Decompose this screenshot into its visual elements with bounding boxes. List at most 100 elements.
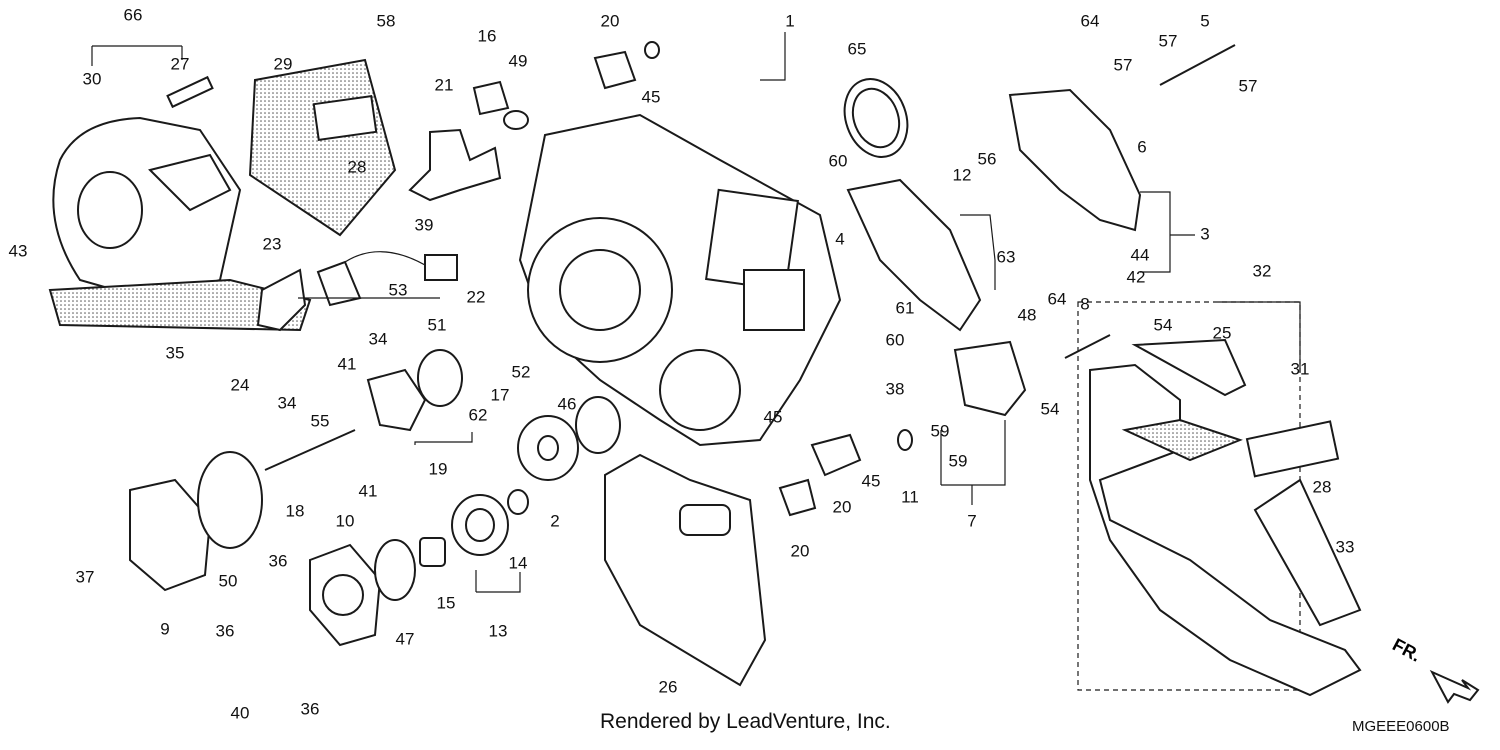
cover-19 [366,368,427,432]
nut-14 [507,489,529,515]
forward-arrow-icon [1429,669,1480,704]
sensor-20-top [593,50,637,90]
callout-1: 1 [785,11,794,30]
callout-28-top: 28 [348,157,367,176]
crankcase-cover [518,113,842,447]
label-28-top [312,95,378,141]
gasket-50 [197,451,263,549]
callout-30: 30 [83,69,102,88]
callout-27: 27 [171,54,190,73]
strip-27 [166,75,214,109]
callout-57-b: 57 [1114,55,1133,74]
callout-39: 39 [415,215,434,234]
callout-21: 21 [435,75,454,94]
callout-12: 12 [953,165,972,184]
callout-59-a: 59 [931,421,950,440]
label-28-bottom [1245,420,1340,478]
callout-58: 58 [377,11,396,30]
filter-13 [451,494,509,556]
callout-40: 40 [231,703,250,722]
callout-56: 56 [978,149,997,168]
callout-47: 47 [396,629,415,648]
callout-54-a: 54 [1154,315,1173,334]
spring-15 [419,537,446,567]
callout-2: 2 [550,511,559,530]
callout-31: 31 [1291,359,1310,378]
bracket-23 [256,268,307,332]
callout-49: 49 [509,51,528,70]
callout-20-c: 20 [791,541,810,560]
diagram-code: MGEEE0600B [1352,718,1450,735]
oring-49 [503,110,529,130]
callout-23: 23 [263,234,282,253]
callout-45-a: 45 [642,87,661,106]
callout-60-b: 60 [886,330,905,349]
callout-45-c: 45 [862,471,881,490]
callout-36-b: 36 [216,621,235,640]
callout-7: 7 [967,511,976,530]
cap-16 [472,80,510,116]
callout-64-b: 64 [1048,289,1067,308]
callout-55: 55 [311,411,330,430]
callout-63: 63 [997,247,1016,266]
plate-4 [846,178,982,332]
callout-28-bottom: 28 [1313,477,1332,496]
callout-41-b: 41 [359,481,378,500]
callout-13: 13 [489,621,508,640]
callout-61: 61 [896,298,915,317]
callout-36-c: 36 [301,699,320,718]
render-credit: Rendered by LeadVenture, Inc. [600,710,891,733]
callout-57-c: 57 [1239,76,1258,95]
callout-65: 65 [848,39,867,58]
callout-15: 15 [437,593,456,612]
callout-44: 44 [1131,245,1150,264]
ring-46 [575,396,621,454]
callout-32: 32 [1253,261,1272,280]
callout-20-a: 20 [601,11,620,30]
callout-22: 22 [467,287,486,306]
callout-66: 66 [124,5,143,24]
callout-36-a: 36 [269,551,288,570]
callout-37: 37 [76,567,95,586]
bracket-21 [408,128,502,202]
callout-52: 52 [512,362,531,381]
bolt-18 [264,429,356,471]
callout-35: 35 [166,343,185,362]
callout-4: 4 [835,229,844,248]
oring-47 [374,539,416,601]
callout-14: 14 [509,553,528,572]
callout-34-b: 34 [278,393,297,412]
valve-body-7 [953,340,1027,417]
sensor-20-mid [810,433,862,477]
callout-16: 16 [478,26,497,45]
callout-17: 17 [491,385,510,404]
callout-45-b: 45 [764,407,783,426]
callout-38: 38 [886,379,905,398]
callout-5: 5 [1200,11,1209,30]
callout-34-a: 34 [369,329,388,348]
callout-59-b: 59 [949,451,968,470]
callout-50: 50 [219,571,238,590]
callout-62: 62 [469,405,488,424]
callout-46: 46 [558,394,577,413]
callout-64-a: 64 [1081,11,1100,30]
callout-57-a: 57 [1159,31,1178,50]
rod-5 [1159,44,1236,86]
callout-53: 53 [389,280,408,299]
callout-3: 3 [1200,224,1209,243]
callout-26: 26 [659,677,678,696]
panel-33 [1253,478,1362,627]
callout-6: 6 [1137,137,1146,156]
callout-29: 29 [274,54,293,73]
plate-3 [1008,88,1142,232]
callout-33: 33 [1336,537,1355,556]
cover-29 [248,58,397,237]
callout-48: 48 [1018,305,1037,324]
cover-9 [129,478,212,592]
callout-25: 25 [1213,323,1232,342]
callout-42: 42 [1127,267,1146,286]
callout-54-b: 54 [1041,399,1060,418]
pin-8 [1064,334,1111,359]
callout-11: 11 [901,487,919,506]
callout-43: 43 [9,241,28,260]
